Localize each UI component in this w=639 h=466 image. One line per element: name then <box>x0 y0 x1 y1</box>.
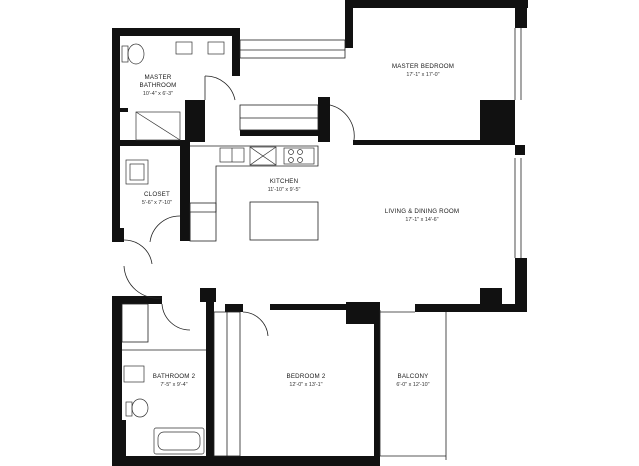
thin-lines <box>121 28 522 460</box>
room-name-master-bathroom-2: BATHROOM <box>140 82 177 89</box>
room-dims-bedroom-2: 12'-0" x 13'-1" <box>289 382 322 388</box>
room-name-balcony: BALCONY <box>398 373 429 380</box>
room-name-living-dining: LIVING & DINING ROOM <box>385 208 459 215</box>
room-name-bathroom-2: BATHROOM 2 <box>153 373 196 380</box>
room-dims-balcony: 6'-0" x 12'-10" <box>396 382 429 388</box>
sink-icon <box>123 365 145 383</box>
room-dims-master-bedroom: 17'-1" x 17'-0" <box>406 72 439 78</box>
room-name-bedroom-2: BEDROOM 2 <box>287 373 326 380</box>
room-name-master-bathroom-1: MASTER <box>145 74 172 81</box>
toilet-icon <box>131 398 149 418</box>
sink-icon <box>207 41 225 55</box>
sink-icon <box>175 41 193 55</box>
washer-dryer-icon <box>125 159 149 185</box>
room-dims-bathroom-2: 7'-5" x 9'-4" <box>160 382 187 388</box>
fixtures <box>121 41 315 455</box>
room-dims-living-dining: 17'-1" x 14'-6" <box>405 217 438 223</box>
refrigerator-icon <box>249 146 277 166</box>
room-name-master-bedroom: MASTER BEDROOM <box>392 63 454 70</box>
kitchen-island <box>249 201 319 241</box>
room-name-kitchen: KITCHEN <box>270 178 299 185</box>
shower-icon <box>135 111 181 141</box>
room-dims-closet: 5'-6" x 7'-10" <box>142 200 172 206</box>
bathtub-icon <box>153 427 205 455</box>
walls <box>112 0 528 466</box>
stove-icon <box>283 147 315 165</box>
room-name-closet: CLOSET <box>144 191 170 198</box>
room-dims-master-bathroom: 10'-4" x 6'-3" <box>143 91 173 97</box>
room-labels: MASTER BEDROOM 17'-1" x 17'-0" MASTER BA… <box>140 63 459 388</box>
toilet-icon <box>127 43 145 65</box>
room-dims-kitchen: 11'-10" x 9'-5" <box>268 187 301 193</box>
